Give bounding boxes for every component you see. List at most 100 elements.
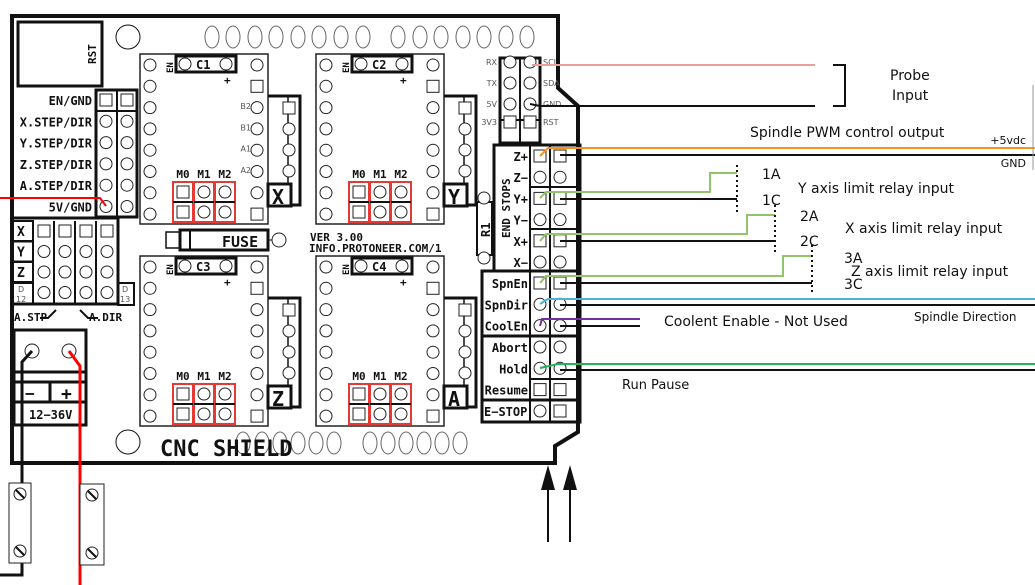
- pin: [395, 259, 409, 273]
- url-label: INFO.PROTONEER.COM/1: [309, 242, 442, 255]
- endstop-label: Z−: [514, 171, 528, 185]
- pin: [503, 76, 517, 90]
- pin-square: [553, 383, 567, 397]
- header-pin: [498, 25, 514, 49]
- pin: [319, 260, 333, 274]
- pin: [354, 259, 368, 273]
- run-pause-label: Run Pause: [622, 378, 689, 393]
- serial-pin-label: 5V: [486, 100, 497, 109]
- a-dir-label: A.DIR: [89, 311, 122, 324]
- pin: [533, 297, 547, 311]
- header-pin: [412, 25, 428, 49]
- microstep-label: M1: [373, 370, 387, 383]
- z-limit-label: Z axis limit relay input: [851, 264, 1009, 280]
- pin: [553, 255, 567, 269]
- microstep-label: M2: [394, 370, 407, 383]
- pwm-wire: [539, 147, 1035, 157]
- pin: [100, 265, 114, 279]
- driver-pin-label: B1: [240, 123, 251, 132]
- spindle-pin-label: CoolEn: [485, 320, 528, 334]
- header-pin: [452, 431, 468, 455]
- stepdir-label: EN/GND: [49, 94, 92, 108]
- capacitor-plus: +: [224, 276, 231, 289]
- pin: [319, 388, 333, 402]
- pin: [523, 76, 537, 90]
- pin: [282, 164, 296, 178]
- pin: [120, 178, 134, 192]
- header-pin: [204, 25, 220, 49]
- pin: [319, 303, 333, 317]
- pin: [503, 55, 517, 69]
- axis-label: Z: [272, 387, 284, 411]
- version-label: VER 3.00: [310, 231, 363, 244]
- pin: [99, 178, 113, 192]
- relay-terminal-label: 1A: [762, 167, 781, 183]
- pin: [426, 367, 440, 380]
- header-pin: [333, 25, 349, 49]
- x-limit-label: X axis limit relay input: [845, 221, 1003, 237]
- pin: [143, 101, 157, 115]
- pin: [319, 58, 333, 72]
- relay-terminal-label: 3C: [844, 277, 863, 293]
- pin: [426, 101, 440, 115]
- pin: [197, 407, 211, 421]
- endstop-label: Z+: [514, 150, 528, 164]
- pin: [426, 122, 440, 136]
- pin: [282, 366, 296, 380]
- serial-pin-label: SCL: [543, 58, 559, 67]
- pin: [143, 207, 157, 221]
- pin-square: [553, 404, 567, 418]
- pin: [143, 143, 157, 157]
- d12-label: D: [18, 285, 24, 294]
- pin: [533, 361, 547, 375]
- pin: [426, 324, 440, 338]
- pin: [143, 303, 157, 317]
- arrow-up-icon: [563, 465, 577, 542]
- pin: [37, 245, 51, 258]
- stepdir-label: Z.STEP/DIR: [20, 158, 93, 172]
- pin: [100, 286, 114, 299]
- pin-square: [250, 207, 264, 221]
- pin: [523, 55, 537, 69]
- pin: [100, 245, 114, 258]
- arrow-up-icon: [541, 465, 555, 542]
- d13-label: D: [122, 285, 128, 294]
- pin: [319, 79, 333, 93]
- microstep-label: M0: [176, 370, 189, 383]
- pin: [197, 185, 211, 199]
- pin: [79, 245, 93, 258]
- pin: [319, 324, 333, 338]
- probe-label: Probe: [890, 68, 930, 84]
- pin: [250, 345, 264, 359]
- pin: [282, 122, 296, 136]
- pin-square: [176, 185, 190, 199]
- pin-square: [426, 79, 440, 93]
- d12-label: 12: [16, 295, 26, 304]
- microstep-label: M0: [352, 370, 365, 383]
- axis-row-label: X: [17, 225, 25, 240]
- capacitor-plus: +: [400, 74, 407, 87]
- pin: [458, 366, 472, 380]
- driver-pin-label: A2: [240, 166, 251, 175]
- pin: [319, 165, 333, 178]
- header-pin: [290, 431, 306, 455]
- pin: [553, 170, 567, 184]
- pin: [143, 345, 157, 359]
- spindle-direction-label: Spindle Direction: [914, 310, 1017, 324]
- header-pin: [272, 431, 288, 455]
- pin: [533, 255, 547, 269]
- terminal-block: [79, 483, 105, 566]
- pin: [319, 367, 333, 380]
- pin: [143, 58, 157, 72]
- pin-square: [176, 387, 190, 401]
- pin-square: [250, 79, 264, 93]
- stepdir-label: 5V/GND: [49, 201, 92, 215]
- pin: [99, 157, 113, 171]
- en-label: EN: [166, 264, 176, 275]
- pin: [143, 409, 157, 423]
- pin: [319, 409, 333, 423]
- gnd-label: GND: [1001, 157, 1026, 170]
- pin: [197, 387, 211, 401]
- board-title: CNC SHIELD: [160, 437, 292, 462]
